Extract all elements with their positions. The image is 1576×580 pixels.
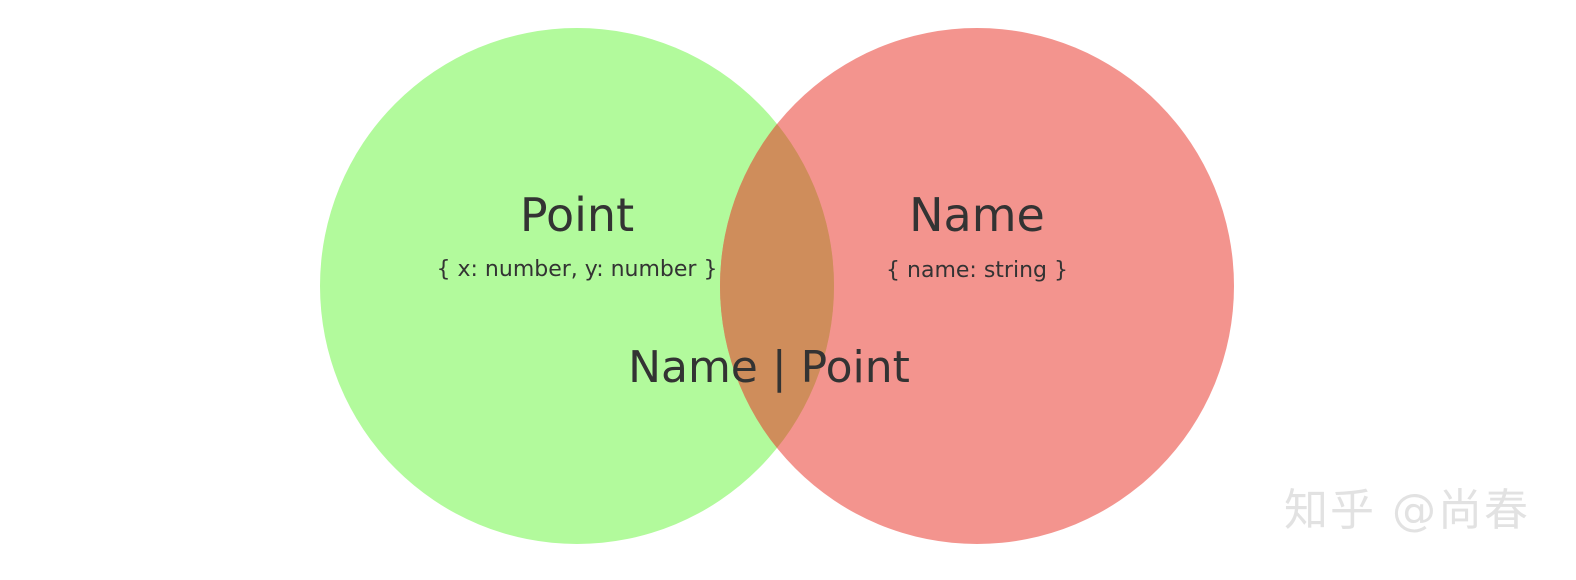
name-set-subtitle: { name: string } — [886, 258, 1068, 283]
point-set-title: Point — [520, 188, 634, 242]
point-set-subtitle: { x: number, y: number } — [437, 257, 718, 282]
name-set-circle — [720, 28, 1234, 544]
point-set-circle — [320, 28, 834, 544]
watermark-text: 知乎 @尚春 — [1284, 485, 1530, 536]
name-set-title: Name — [909, 188, 1045, 242]
union-label: Name | Point — [628, 342, 910, 393]
